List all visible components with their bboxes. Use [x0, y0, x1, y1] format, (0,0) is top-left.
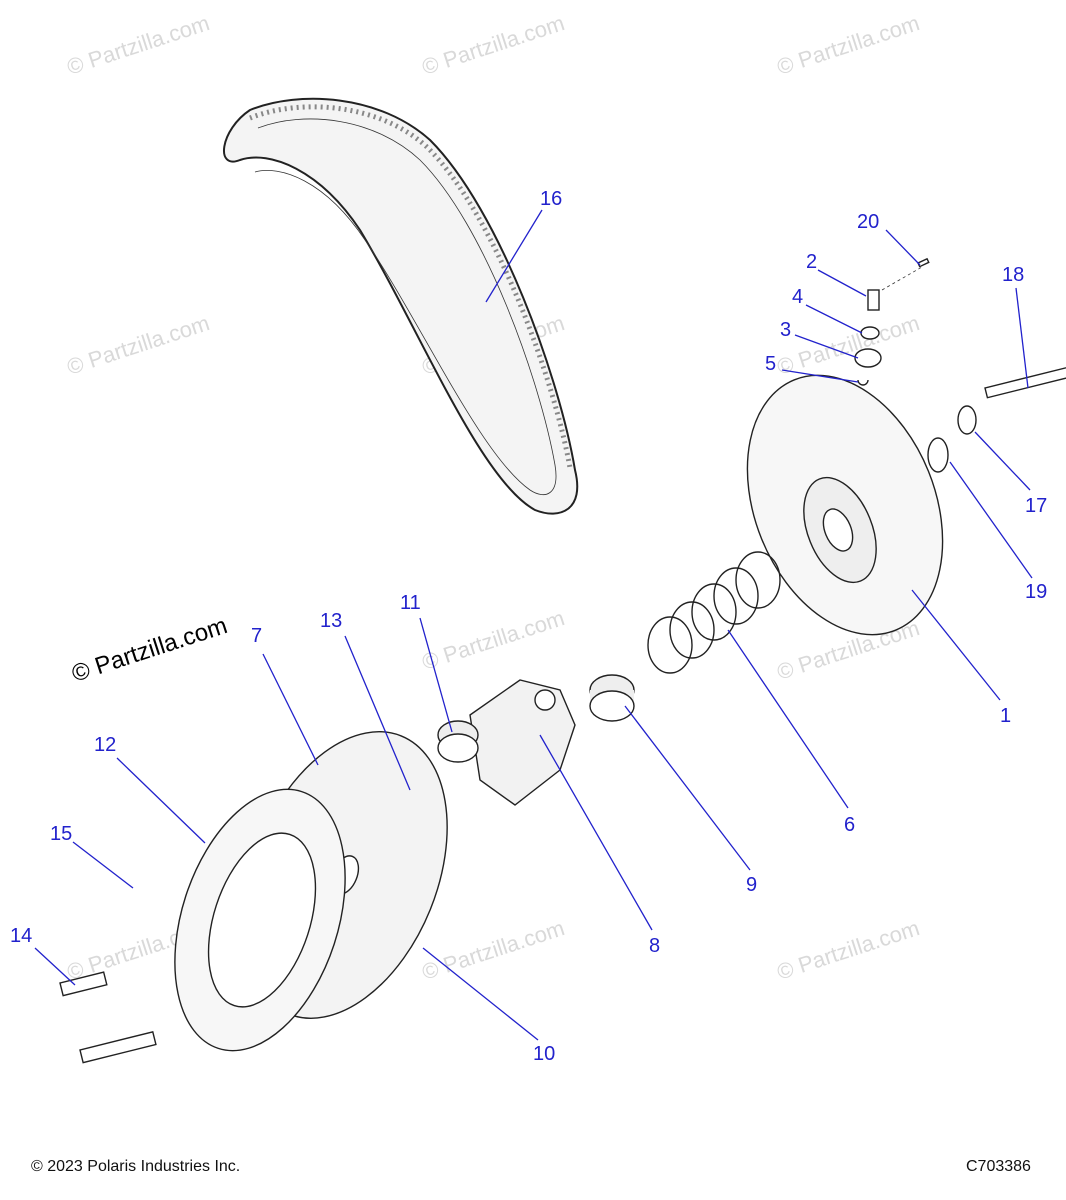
callout-15: 15	[50, 823, 72, 845]
pin-hardware-parts	[854, 257, 930, 386]
callout-7: 7	[251, 625, 262, 647]
callout-16: 16	[540, 188, 562, 210]
diagram-code: C703386	[966, 1158, 1031, 1175]
callout-10: 10	[533, 1043, 555, 1065]
watermark: © Partzilla.com	[419, 915, 568, 985]
watermark: © Partzilla.com	[774, 10, 923, 80]
callouts: 1 2 3 4 5 6 7 8 9 10 11 12 13 14 15 16 1…	[10, 188, 1047, 1065]
callout-18: 18	[1002, 264, 1024, 286]
watermark-main: © Partzilla.com	[69, 612, 231, 688]
washer-and-bolt-parts	[927, 360, 1066, 473]
bushing-part	[589, 674, 635, 722]
bolt-part	[59, 971, 157, 1064]
callout-1: 1	[1000, 705, 1011, 727]
leader-lines	[34, 209, 1033, 1041]
callout-19: 19	[1025, 581, 1047, 603]
callout-5: 5	[765, 353, 776, 375]
callout-6: 6	[844, 814, 855, 836]
callout-3: 3	[780, 319, 791, 341]
watermark: © Partzilla.com	[774, 915, 923, 985]
drive-belt-part	[223, 97, 579, 515]
callout-17: 17	[1025, 495, 1047, 517]
spider-part	[469, 679, 576, 806]
watermark: © Partzilla.com	[64, 10, 213, 80]
callout-4: 4	[792, 286, 803, 308]
bushing-small-part	[437, 720, 479, 763]
callout-12: 12	[94, 734, 116, 756]
watermark: © Partzilla.com	[419, 605, 568, 675]
callout-11: 11	[400, 592, 421, 614]
spring-part	[647, 551, 781, 674]
gasket-ring-part	[174, 788, 346, 1052]
callout-8: 8	[649, 935, 660, 957]
movable-sheave-part	[746, 374, 944, 636]
callout-13: 13	[320, 610, 342, 632]
callout-2: 2	[806, 251, 817, 273]
copyright-text: © 2023 Polaris Industries Inc.	[31, 1158, 241, 1175]
callout-9: 9	[746, 874, 757, 896]
watermark: © Partzilla.com	[774, 310, 923, 380]
callout-14: 14	[10, 925, 32, 947]
callout-20: 20	[857, 211, 879, 233]
watermark: © Partzilla.com	[419, 10, 568, 80]
watermark: © Partzilla.com	[64, 310, 213, 380]
